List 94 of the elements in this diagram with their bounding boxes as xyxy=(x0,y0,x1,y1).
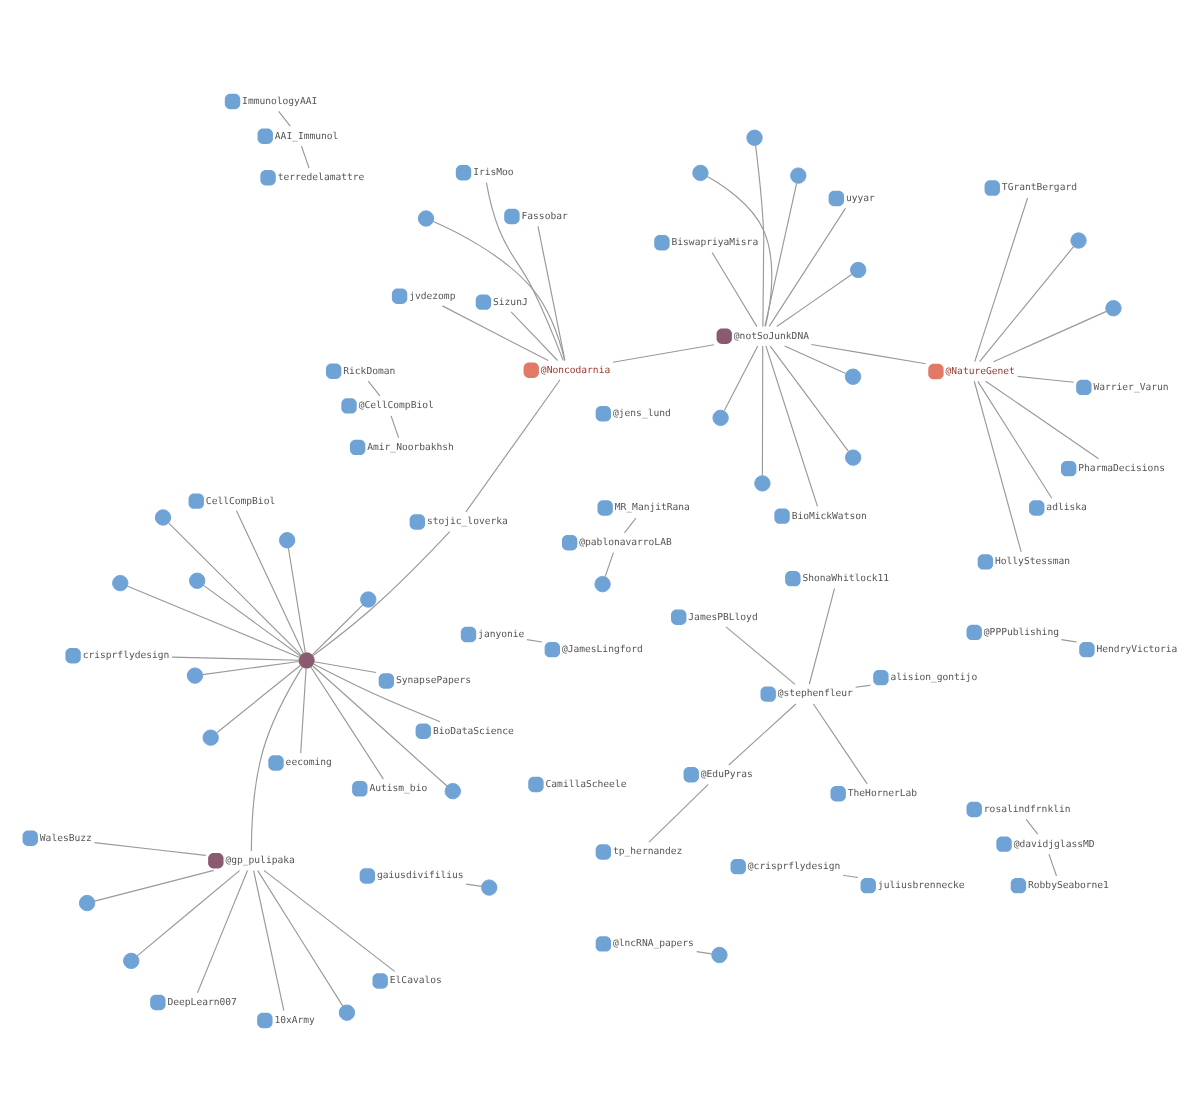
connector xyxy=(278,109,291,126)
connector xyxy=(196,868,249,993)
node-circle xyxy=(711,945,728,963)
connector xyxy=(390,414,400,438)
connector xyxy=(810,342,927,364)
connector xyxy=(94,868,215,901)
connector xyxy=(784,344,847,373)
connector xyxy=(300,666,307,753)
node-circle xyxy=(112,573,129,591)
node-circle xyxy=(298,651,315,668)
node-circle xyxy=(790,166,807,183)
node-circle xyxy=(844,367,862,384)
node-circle xyxy=(594,575,611,592)
node-circle xyxy=(444,782,461,799)
connector xyxy=(93,841,207,855)
connector xyxy=(441,304,549,361)
connector xyxy=(808,586,836,684)
connector xyxy=(202,659,300,675)
connector xyxy=(510,310,559,361)
connector xyxy=(311,603,364,655)
connector xyxy=(812,702,868,784)
node-circle xyxy=(78,893,96,911)
connector xyxy=(623,516,637,533)
connector xyxy=(253,869,285,1011)
connector xyxy=(300,144,310,168)
connector xyxy=(1060,638,1078,642)
node-circle xyxy=(154,508,172,525)
connector xyxy=(216,663,301,733)
connector xyxy=(992,309,1107,362)
node-circle xyxy=(417,209,435,226)
connector xyxy=(768,206,846,326)
node-circle xyxy=(202,728,219,745)
connector xyxy=(1017,374,1075,382)
connector xyxy=(136,869,241,956)
node-circle xyxy=(712,408,729,426)
node-circle xyxy=(278,531,296,548)
connector xyxy=(977,379,1053,498)
node-circle xyxy=(746,128,763,145)
node-circle xyxy=(123,951,140,969)
connector xyxy=(312,662,441,722)
connector xyxy=(974,196,1029,362)
connector xyxy=(979,245,1075,362)
connector xyxy=(725,625,796,684)
connector xyxy=(465,378,561,512)
connector xyxy=(537,224,566,360)
connector xyxy=(465,882,483,886)
node-circle xyxy=(845,448,862,465)
node-circle xyxy=(360,590,377,607)
connector xyxy=(313,660,377,673)
connector xyxy=(202,583,301,656)
connector xyxy=(985,379,1100,459)
connector xyxy=(263,868,396,971)
node-circle xyxy=(338,1003,356,1020)
node-circle xyxy=(186,666,204,683)
connector xyxy=(367,379,381,396)
connector xyxy=(312,530,451,656)
connector xyxy=(973,379,1022,552)
node-circle xyxy=(754,474,771,491)
connector xyxy=(257,869,344,1006)
connector xyxy=(526,638,543,642)
connector xyxy=(127,584,300,657)
connector xyxy=(485,181,564,360)
connector xyxy=(754,143,765,327)
connector xyxy=(711,250,758,327)
connector xyxy=(855,683,872,687)
node-circle xyxy=(189,571,206,588)
connector xyxy=(235,509,304,653)
connector xyxy=(287,546,306,653)
connector xyxy=(310,665,384,779)
connector xyxy=(432,219,566,361)
connector xyxy=(776,272,853,327)
connector xyxy=(842,873,859,878)
connector xyxy=(171,655,300,660)
connector xyxy=(723,344,759,411)
connector xyxy=(761,344,764,475)
connector xyxy=(648,782,709,842)
node-circle xyxy=(1070,231,1087,248)
connector xyxy=(696,950,713,954)
connector xyxy=(1025,817,1039,834)
node-circle xyxy=(692,163,709,181)
connector xyxy=(706,174,773,326)
connector xyxy=(604,551,615,577)
connector xyxy=(769,344,850,451)
node-circle xyxy=(481,878,498,895)
connector xyxy=(311,664,448,786)
connector xyxy=(612,343,715,362)
connector xyxy=(1048,852,1058,876)
connector xyxy=(728,702,797,765)
node-circle xyxy=(850,260,867,278)
connector xyxy=(764,181,798,326)
connector xyxy=(250,665,303,851)
connector xyxy=(765,344,819,506)
connector xyxy=(168,521,302,655)
node-circle xyxy=(1105,299,1122,316)
